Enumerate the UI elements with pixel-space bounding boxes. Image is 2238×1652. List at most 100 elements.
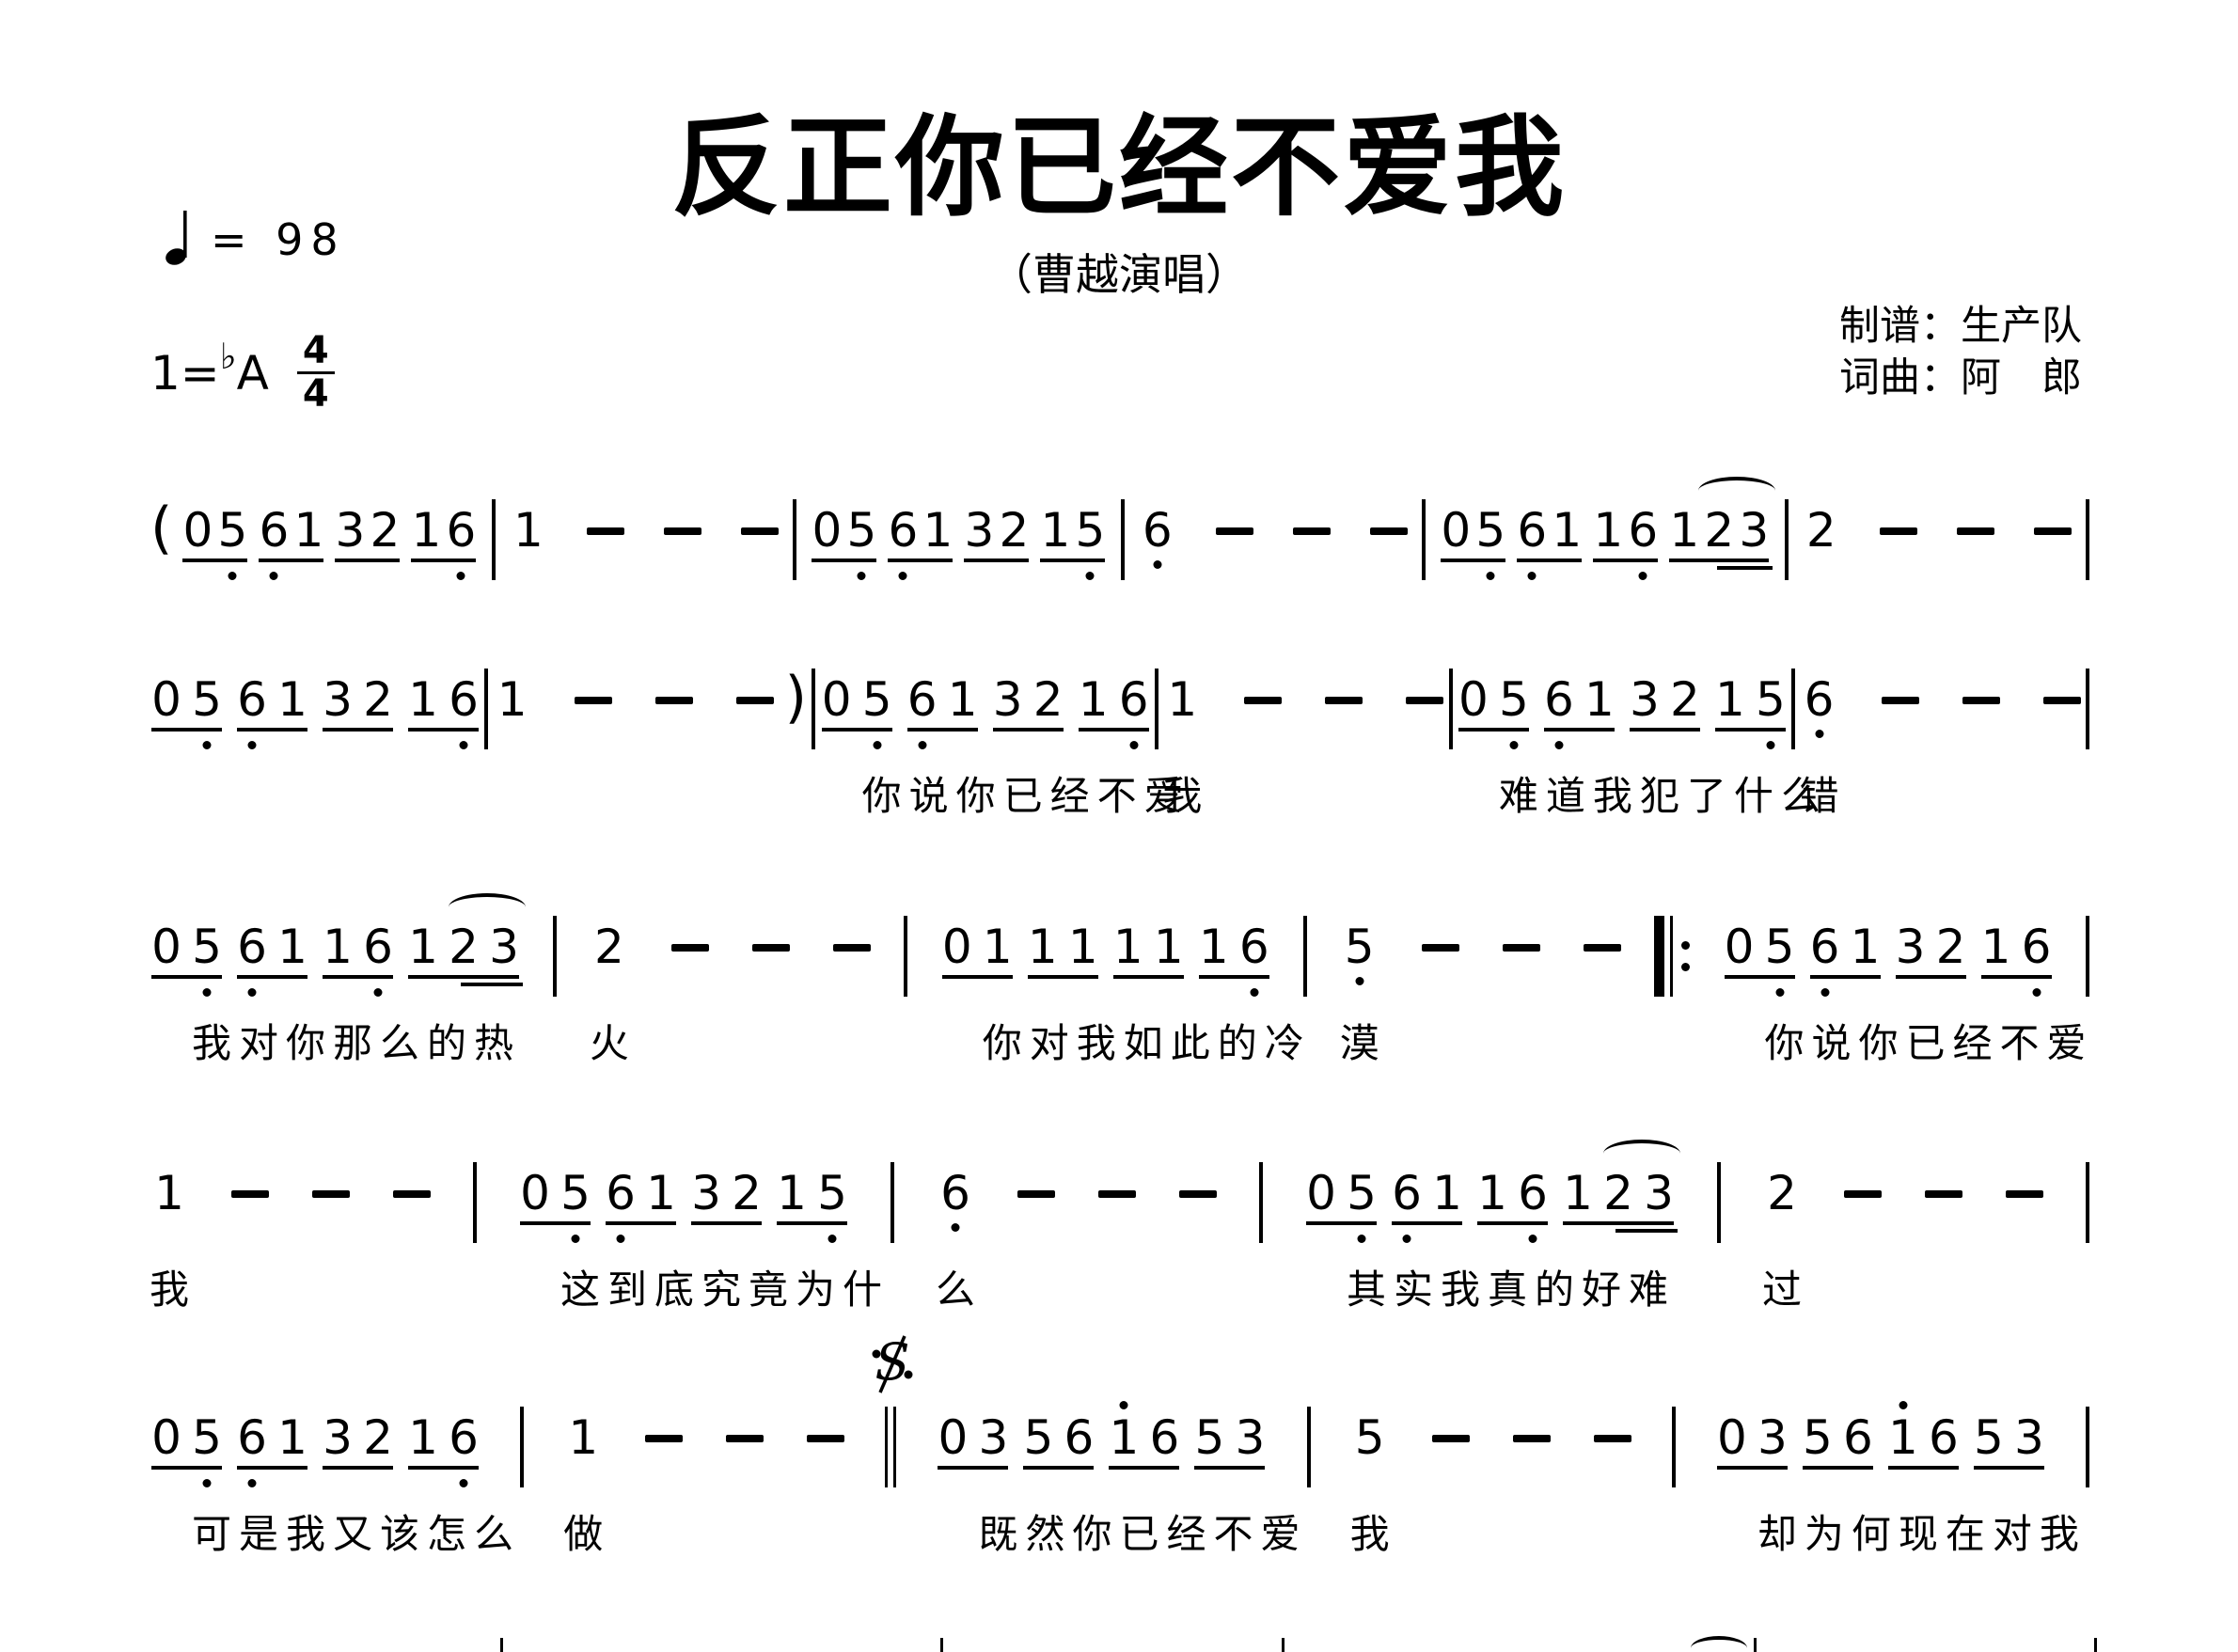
time-signature-denominator: 4 [302,372,329,417]
beam-line [1023,1466,1095,1470]
note-digit: 1 [1887,1401,1919,1465]
tie-arc [449,893,526,921]
barline [520,1407,525,1487]
held-note-dash [2006,1190,2043,1198]
note-digit: 5 [845,503,877,580]
note-digit: 1 [1198,920,1229,974]
barline [2085,1407,2089,1487]
held-note-dash [751,944,790,952]
tie-arc-partial [1691,1636,1747,1652]
note-digit: 3 [489,920,519,974]
octave-dot-low [918,741,927,749]
note-digit: 2 [363,1410,393,1465]
lyric: 你说你已经不爱 [861,773,1191,819]
note-digit: 6 [236,920,268,997]
sixteenth-beam-line [1716,566,1773,570]
barline [1422,499,1426,580]
barline [1259,1162,1263,1243]
barline [1303,916,1308,997]
lyric: 我 [1349,1511,1390,1557]
octave-dot-low [616,1235,625,1243]
note-digit: 6 [236,1410,268,1487]
parenthesis: ) [784,665,808,731]
octave-dot-low [1528,1235,1537,1243]
note-digit: 1 [1669,503,1700,558]
beam-line [1040,559,1106,562]
held-note-dash [1292,527,1331,535]
octave-dot-low [247,988,257,997]
note-digit: 1 [154,1166,184,1220]
note-digit: 1 [1112,920,1143,974]
note-digit: 6 [1517,1166,1549,1243]
octave-dot-low [898,572,907,580]
lyric: 你对我如此的冷 [982,1020,1312,1066]
barline [491,499,496,580]
barline-partial [1282,1638,1284,1652]
note-digit: 5 [1755,672,1787,749]
barline [2086,1162,2089,1243]
note-digit: 6 [937,1166,974,1232]
octave-dot-low [1250,988,1259,997]
note-digit: 3 [691,1166,721,1220]
lyric: 既然你已经不爱 [978,1511,1308,1557]
note-digit: 6 [1064,1410,1095,1465]
beam-line [606,1221,676,1225]
note-digit: 6 [1516,503,1548,580]
held-note-dash [1244,697,1283,704]
note-digit: 1 [1432,1166,1462,1220]
beam-line [411,559,477,562]
beam-line [520,1221,591,1225]
octave-dot-low [1554,741,1564,749]
held-note-dash [726,1435,764,1442]
beam-line [237,1466,307,1470]
held-note-dash [393,1190,431,1198]
key-signature: 1=♭A 4 4 [150,330,335,417]
held-note-dash [1215,527,1253,535]
octave-dot-low [228,572,237,580]
beam-line [1980,975,2052,979]
barline [1717,1162,1721,1243]
note-digit: 3 [335,503,366,558]
note-digit: 3 [1757,1410,1788,1465]
note-digit: 2 [370,503,401,558]
note-digit: 0 [938,1410,969,1465]
held-note-dash [1406,697,1444,704]
beam-line [888,559,954,562]
note-digit: 0 [1716,1410,1747,1465]
octave-dot-low [1509,741,1519,749]
credit-lyricist: 词曲：阿 郎 [1839,354,2082,402]
octave-dot-low [1638,572,1647,580]
note-digit: 2 [1767,1166,1797,1220]
held-note-dash [645,1435,684,1442]
held-note-dash [832,944,871,952]
barline-thick [1654,916,1665,997]
note-digit: 3 [964,503,995,558]
note-digit: 1 [947,672,978,727]
note-digit: 5 [191,672,223,749]
beam-line [1543,728,1615,732]
beam-line [1198,975,1269,979]
held-note-dash [1956,527,1994,535]
note-digit: 1 [777,1166,807,1220]
note-digit: 6 [448,1410,480,1487]
